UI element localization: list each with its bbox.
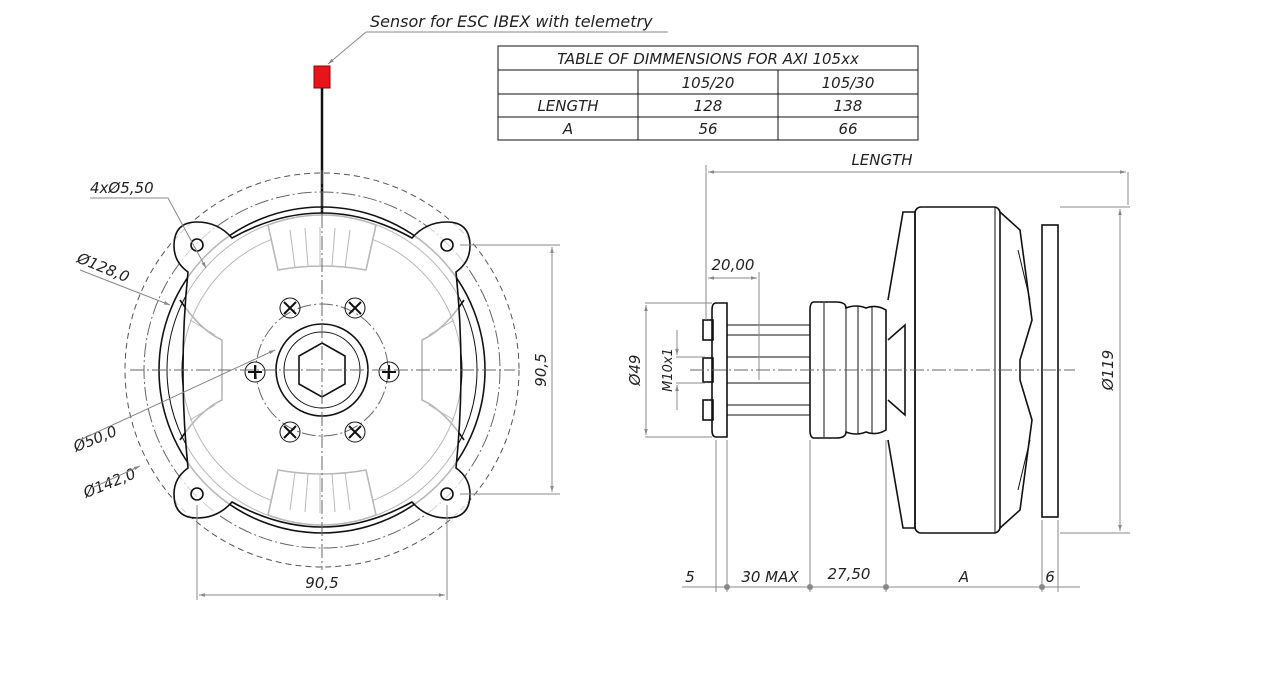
side-view xyxy=(690,206,1075,534)
dimensions-table: TABLE OF DIMMENSIONS FOR AXI 105xx 105/2… xyxy=(497,45,919,141)
table-cell: 66 xyxy=(838,120,857,138)
d119-dim: Ø119 xyxy=(1099,350,1117,391)
thread-dim: M10x1 xyxy=(661,348,676,392)
d142-dim: Ø142,0 xyxy=(80,465,138,503)
table-title: TABLE OF DIMMENSIONS FOR AXI 105xx xyxy=(557,50,859,68)
table-row-label: A xyxy=(562,120,573,138)
a-dim: A xyxy=(958,568,969,586)
table-cell: 138 xyxy=(834,97,863,115)
d50-dim: Ø50,0 xyxy=(70,422,120,456)
d20-dim: 20,00 xyxy=(712,256,755,274)
side-dimensions: LENGTH 20,00 Ø49 M10x1 Ø119 5 30 MAX 27,… xyxy=(626,151,1130,592)
d49-dim: Ø49 xyxy=(626,355,644,387)
sensor-callout: Sensor for ESC IBEX with telemetry xyxy=(313,12,668,240)
table-cell: 128 xyxy=(694,97,723,115)
table-cell: 56 xyxy=(698,120,717,138)
d30-dim: 30 MAX xyxy=(741,568,799,586)
d6-dim: 6 xyxy=(1045,568,1055,586)
sensor-label: Sensor for ESC IBEX with telemetry xyxy=(370,12,653,31)
length-dim: LENGTH xyxy=(851,151,912,169)
d5-dim: 5 xyxy=(685,568,695,586)
front-view xyxy=(124,170,520,570)
height-dim: 90,5 xyxy=(532,353,550,386)
table-row-label: LENGTH xyxy=(537,97,598,115)
width-dim: 90,5 xyxy=(305,574,338,592)
sensor-icon xyxy=(313,65,331,89)
table-header: 105/20 xyxy=(682,74,735,92)
d128-dim: Ø128,0 xyxy=(74,249,132,287)
holes-dim: 4xØ5,50 xyxy=(90,179,154,197)
d27-dim: 27,50 xyxy=(828,565,871,583)
table-header: 105/30 xyxy=(822,74,875,92)
